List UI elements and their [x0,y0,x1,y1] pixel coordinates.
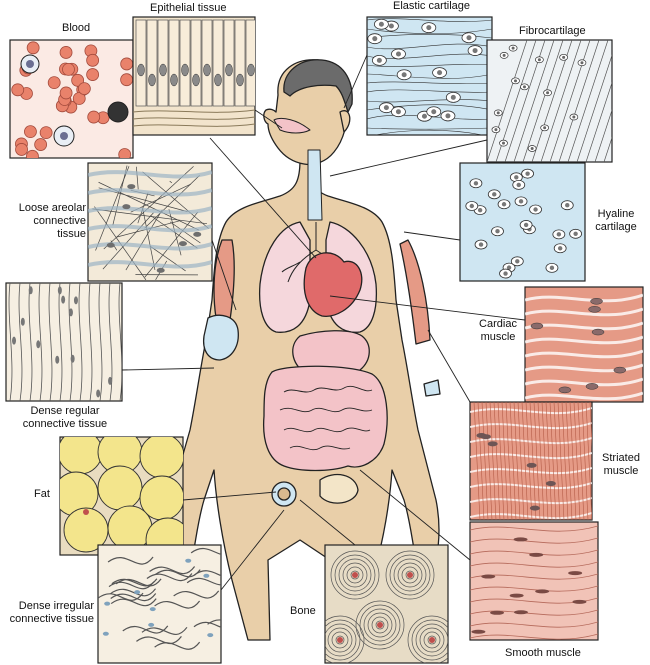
ear [339,110,351,133]
label-striated-line2: muscle [603,465,639,477]
intestines [262,365,388,472]
panel-smooth-muscle [469,521,599,641]
label-loose-line1: Loose areolar [18,202,86,214]
label-loose-line3: tissue [57,228,86,240]
label-loose-line2: connective [33,215,86,227]
label-striated-muscle: Striated muscle [594,452,648,478]
leader-lines [121,54,526,591]
label-cardiac-line1: Cardiac [479,318,517,330]
panel-bone [324,544,449,664]
label-hyaline-line2: cartilage [595,221,637,233]
label-hyaline-cartilage: Hyaline cartilage [586,208,646,234]
label-fibrocartilage: Fibrocartilage [519,25,586,37]
label-epithelial-tissue: Epithelial tissue [150,2,227,14]
label-cardiac-line2: muscle [480,331,516,343]
panel-dense-regular [5,282,123,402]
panel-dense-irregular [97,544,222,664]
panel-loose-areolar [87,162,213,282]
label-smooth-muscle: Smooth muscle [505,647,581,659]
label-dense-regular-line1: Dense regular [30,405,100,417]
label-hyaline-line1: Hyaline [597,208,635,220]
heart [303,252,363,317]
label-blood: Blood [62,22,91,34]
panel-elastic-cartilage [366,16,493,136]
panel-cardiac-muscle [524,286,644,403]
panel-fibrocartilage [486,39,613,163]
right-arm-muscle [399,239,431,345]
panel-blood [9,39,134,159]
panel-striated-muscle [469,401,593,521]
label-dense-irregular: Dense irregular connective tissue [0,600,94,626]
label-loose-areolar: Loose areolar connective tissue [0,202,86,241]
label-bone: Bone [290,605,316,617]
panel-epithelial [132,16,256,136]
label-cardiac-muscle: Cardiac muscle [472,318,524,344]
hair [283,59,353,113]
panel-fat [59,436,184,556]
label-striated-line1: Striated [602,452,640,464]
label-dense-irregular-line2: connective tissue [9,613,94,625]
panel-hyaline-cartilage [459,162,586,282]
label-fat: Fat [34,488,50,500]
label-elastic-cartilage: Elastic cartilage [393,0,471,12]
bladder [319,473,359,504]
label-dense-regular: Dense regular connective tissue [10,405,120,431]
lungs [258,221,311,333]
human-figure [167,59,441,641]
label-dense-irregular-line1: Dense irregular [18,600,94,612]
label-dense-regular-line2: connective tissue [22,418,108,430]
